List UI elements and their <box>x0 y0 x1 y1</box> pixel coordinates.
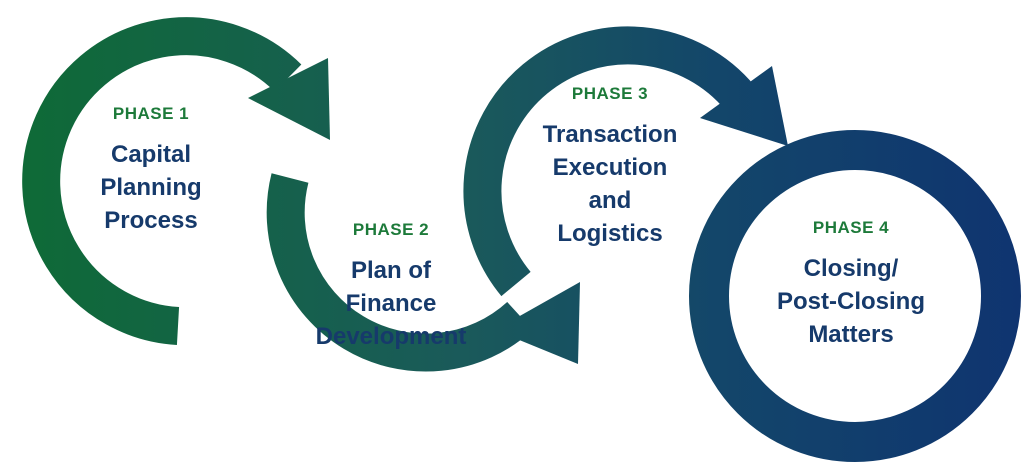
phase-4-title-line: Post-Closing <box>777 288 925 315</box>
phase-2-title-line: Finance <box>345 290 437 317</box>
phase-1-label: PHASE 1 <box>112 104 190 123</box>
phase-4-title-line: Matters <box>808 321 894 348</box>
phase-4: PHASE 4 Closing/ Post-Closing Matters <box>777 218 925 351</box>
phase-3-label: PHASE 3 <box>571 84 649 103</box>
phase-2-title-line: Plan of <box>350 257 432 284</box>
phase-3: PHASE 3 Transaction Execution and Logist… <box>543 84 678 250</box>
phase-1-title: Capital Planning Process <box>100 138 201 237</box>
phase-3-title-line: Transaction <box>542 121 678 148</box>
phase-1-title-line: Capital <box>110 141 191 168</box>
phase-2-title-line: Development <box>315 323 467 350</box>
phase-2-title: Plan of Finance Development <box>316 254 467 353</box>
phase-1-title-line: Planning <box>100 174 202 201</box>
phase-1: PHASE 1 Capital Planning Process <box>100 104 201 237</box>
phase-3-arrow <box>463 26 788 297</box>
phase-3-title-line: and <box>588 187 632 214</box>
phase-2: PHASE 2 Plan of Finance Development <box>316 220 467 353</box>
phase-4-label: PHASE 4 <box>812 218 890 237</box>
phase-1-arrow <box>22 17 330 345</box>
phase-1-title-line: Process <box>104 207 198 234</box>
phase-4-title: Closing/ Post-Closing Matters <box>777 252 925 351</box>
phase-3-title-line: Logistics <box>557 220 663 247</box>
phase-3-title: Transaction Execution and Logistics <box>543 118 678 250</box>
phase-4-title-line: Closing/ <box>803 255 899 282</box>
phase-2-arrow <box>266 173 580 372</box>
phase-4-ring <box>689 130 1021 462</box>
phase-3-title-line: Execution <box>552 154 668 181</box>
phase-2-label: PHASE 2 <box>352 220 430 239</box>
